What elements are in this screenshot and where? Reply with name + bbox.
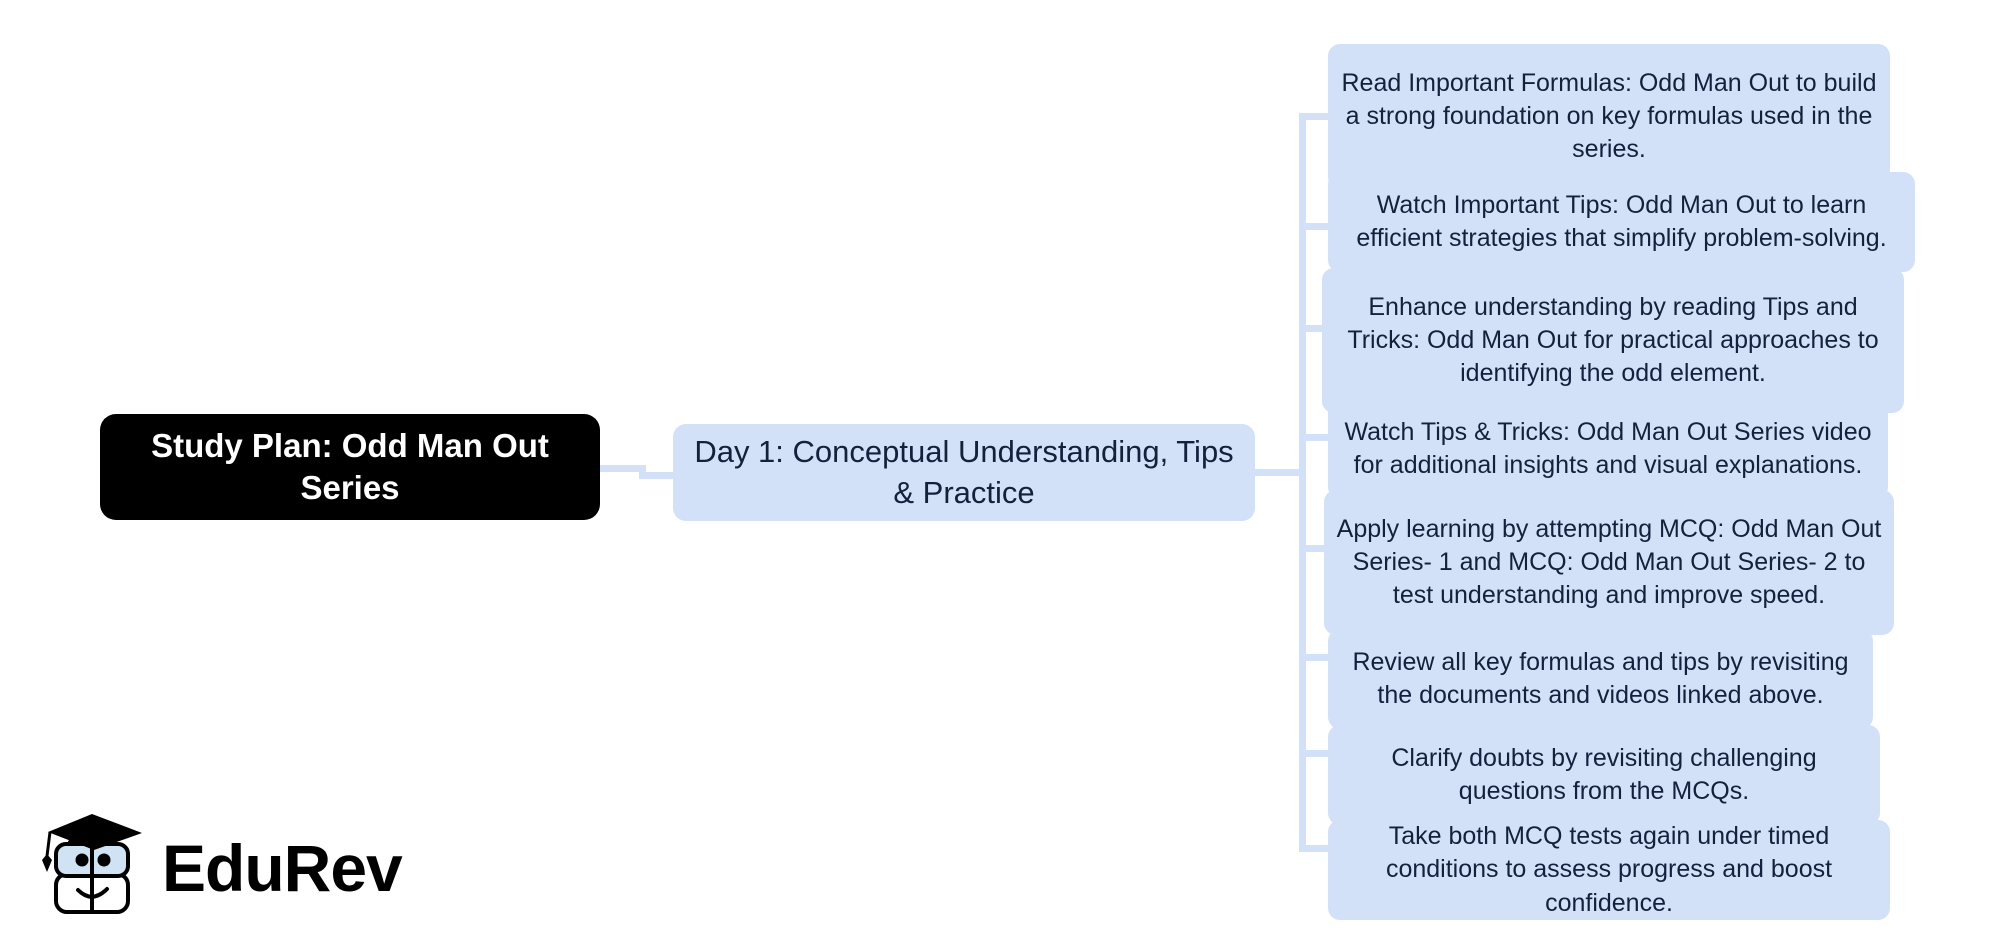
mindmap-leaf-node[interactable]: Watch Tips & Tricks: Odd Man Out Series … — [1328, 399, 1888, 499]
mindmap-leaf-node[interactable]: Apply learning by attempting MCQ: Odd Ma… — [1324, 490, 1894, 635]
connector-trunk-to-leaf-1 — [1299, 113, 1335, 120]
connector-trunk-to-leaf-7 — [1299, 750, 1335, 757]
connector-trunk-vertical — [1299, 113, 1306, 850]
mindmap-leaf-label: Watch Tips & Tricks: Odd Man Out Series … — [1344, 417, 1872, 479]
connector-trunk-to-leaf-2 — [1299, 223, 1335, 230]
connector-trunk-to-leaf-8 — [1299, 845, 1335, 852]
connector-trunk-to-leaf-5 — [1299, 545, 1335, 552]
graduation-cap-book-character-icon — [42, 814, 142, 914]
mindmap-branch-node-day1[interactable]: Day 1: Conceptual Understanding, Tips & … — [673, 424, 1255, 521]
mindmap-leaf-label: Clarify doubts by revisiting challenging… — [1391, 743, 1817, 805]
connector-root-to-day1-lower — [639, 472, 675, 479]
mindmap-root-node[interactable]: Study Plan: Odd Man Out Series — [100, 414, 600, 520]
mindmap-leaf-label: Enhance understanding by reading Tips an… — [1347, 292, 1879, 388]
connector-trunk-to-leaf-3 — [1299, 325, 1335, 332]
mindmap-leaf-node[interactable]: Review all key formulas and tips by revi… — [1328, 629, 1873, 729]
connector-trunk-to-leaf-6 — [1299, 654, 1335, 661]
mindmap-leaf-node[interactable]: Read Important Formulas: Odd Man Out to … — [1328, 44, 1890, 189]
edurev-logo: EduRev — [34, 812, 404, 924]
mindmap-leaf-label: Review all key formulas and tips by revi… — [1352, 647, 1849, 709]
mindmap-leaf-node[interactable]: Clarify doubts by revisiting challenging… — [1328, 725, 1880, 825]
mindmap-leaf-label: Apply learning by attempting MCQ: Odd Ma… — [1336, 514, 1882, 610]
mindmap-leaf-node[interactable]: Enhance understanding by reading Tips an… — [1322, 268, 1904, 413]
mindmap-leaf-label: Read Important Formulas: Odd Man Out to … — [1341, 68, 1877, 164]
mindmap-leaf-node[interactable]: Take both MCQ tests again under timed co… — [1328, 820, 1890, 920]
mindmap-leaf-node[interactable]: Watch Important Tips: Odd Man Out to lea… — [1328, 172, 1915, 272]
mindmap-leaf-label: Watch Important Tips: Odd Man Out to lea… — [1356, 190, 1887, 252]
connector-root-to-day1-upper — [600, 465, 646, 472]
edurev-wordmark: EduRev — [162, 831, 403, 905]
connector-day1-to-trunk — [1254, 469, 1306, 476]
mindmap-branch-label: Day 1: Conceptual Understanding, Tips & … — [694, 434, 1234, 510]
connector-trunk-to-leaf-4 — [1299, 434, 1335, 441]
mindmap-root-label: Study Plan: Odd Man Out Series — [151, 426, 549, 506]
mindmap-leaf-label: Take both MCQ tests again under timed co… — [1385, 822, 1833, 917]
